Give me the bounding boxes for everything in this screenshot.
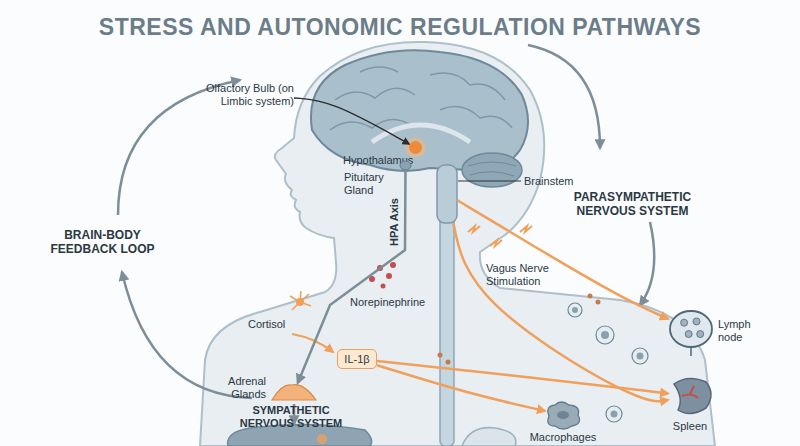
pituitary-node: Pituitary Gland <box>400 161 411 170</box>
hypothalamus-node: Hypothalamus <box>409 141 422 154</box>
immune-cell-nucleus <box>611 411 618 418</box>
spleen-node: Spleen <box>668 376 712 416</box>
spleen-vessel <box>682 386 698 398</box>
node-label: Pituitary Gland <box>344 171 396 197</box>
hormone-label: Norepinephrine <box>350 296 440 309</box>
node-label: Brainstem <box>524 175 594 188</box>
node-label: IL-1β <box>338 353 376 366</box>
liver-spot <box>317 434 327 444</box>
loop-label: BRAIN-BODY FEEDBACK LOOP <box>45 228 160 256</box>
node-label: Olfactory Bulb (on Limbic system) <box>188 82 294 108</box>
feedback-loop-arrow <box>640 222 654 305</box>
connector-label: HPA Axis <box>388 192 402 252</box>
immune-cell <box>606 406 622 422</box>
immune-cell-nucleus <box>601 331 609 339</box>
neuron-icon <box>290 291 311 310</box>
node-outline <box>400 161 411 170</box>
hormone-dot <box>390 262 396 268</box>
cytokine-box: IL-1β <box>337 349 377 369</box>
node-outline <box>409 141 422 154</box>
lymph-node-capsule <box>670 311 712 347</box>
adrenal-gland <box>272 385 316 400</box>
leader-line <box>458 181 521 182</box>
cerebellum <box>462 153 522 187</box>
node-outline <box>668 376 712 416</box>
cytokine-dot <box>446 360 451 365</box>
lymph-follicle <box>693 318 700 325</box>
macrophage-node: Macrophages <box>545 402 581 428</box>
connector-arrow <box>377 361 668 393</box>
cytokine-dot <box>596 300 601 305</box>
system-label: SYMPATHETIC NERVOUS SYSTEM <box>232 404 350 430</box>
neuron-dendrite <box>290 291 311 310</box>
macrophage-nucleus <box>557 411 569 419</box>
immune-cell <box>632 348 648 364</box>
adrenal-node: Adrenal Glands <box>270 383 318 401</box>
connector-arrow <box>457 200 668 319</box>
diagram-title: STRESS AND AUTONOMIC REGULATION PATHWAYS <box>0 12 800 42</box>
brain-gyrus <box>360 67 398 72</box>
nerve-signal-bolt <box>490 240 502 246</box>
cerebellum-fold <box>468 162 516 176</box>
immune-cell <box>568 303 582 317</box>
node-outline <box>545 402 581 428</box>
connector-arrow <box>453 223 668 401</box>
node-label: Lymph node <box>718 318 758 344</box>
macrophage-cell <box>548 402 580 429</box>
feedback-loop-arrow <box>528 45 600 148</box>
cytokine-dot <box>438 353 443 358</box>
nerve-signal-bolt <box>520 226 532 232</box>
cytokine-dot <box>588 294 593 299</box>
node-outline <box>270 383 318 401</box>
hormone-dot <box>381 284 386 289</box>
olfactory-bulb-note: Olfactory Bulb (on Limbic system) <box>188 80 294 110</box>
lymph-follicle <box>681 319 688 326</box>
node-outline <box>437 165 457 223</box>
node-label: Macrophages <box>523 431 603 444</box>
brain-gyrus <box>335 88 415 100</box>
system-label: PARASYMPATHETIC NERVOUS SYSTEM <box>565 190 700 218</box>
immune-cell-nucleus <box>572 307 578 313</box>
connector-label: Vagus Nerve Stimulation <box>486 262 550 290</box>
node-label: Adrenal Glands <box>204 375 266 401</box>
lymph-node: Lymph node <box>668 308 714 350</box>
hypothalamus-dot <box>409 141 422 154</box>
hormone-dot <box>369 276 375 282</box>
spinal-cord <box>440 200 454 446</box>
stomach <box>462 428 516 446</box>
lymph-follicle <box>697 331 704 338</box>
spleen-organ <box>674 378 711 413</box>
brainstem <box>437 165 457 223</box>
lymph-follicle <box>685 331 692 338</box>
brain-gyrus <box>430 73 505 100</box>
hormone-dot <box>386 273 392 279</box>
node-label: Spleen <box>660 420 720 433</box>
secretion-arrow <box>292 334 333 352</box>
connector-arrow <box>298 170 406 383</box>
brainstem-node: Brainstem <box>437 165 457 223</box>
pituitary-gland <box>400 161 411 170</box>
immune-cell-nucleus <box>637 353 644 360</box>
hormone-label: Cortisol <box>248 318 292 331</box>
node-outline <box>668 308 714 350</box>
connector-arrow <box>377 365 545 411</box>
lymph-vessel <box>690 347 692 356</box>
hormone-dot <box>377 265 383 271</box>
immune-cell <box>596 326 614 344</box>
connector-arrow <box>294 98 409 144</box>
nerve-signal-bolt <box>468 226 480 232</box>
brain-gyrus <box>440 106 512 128</box>
